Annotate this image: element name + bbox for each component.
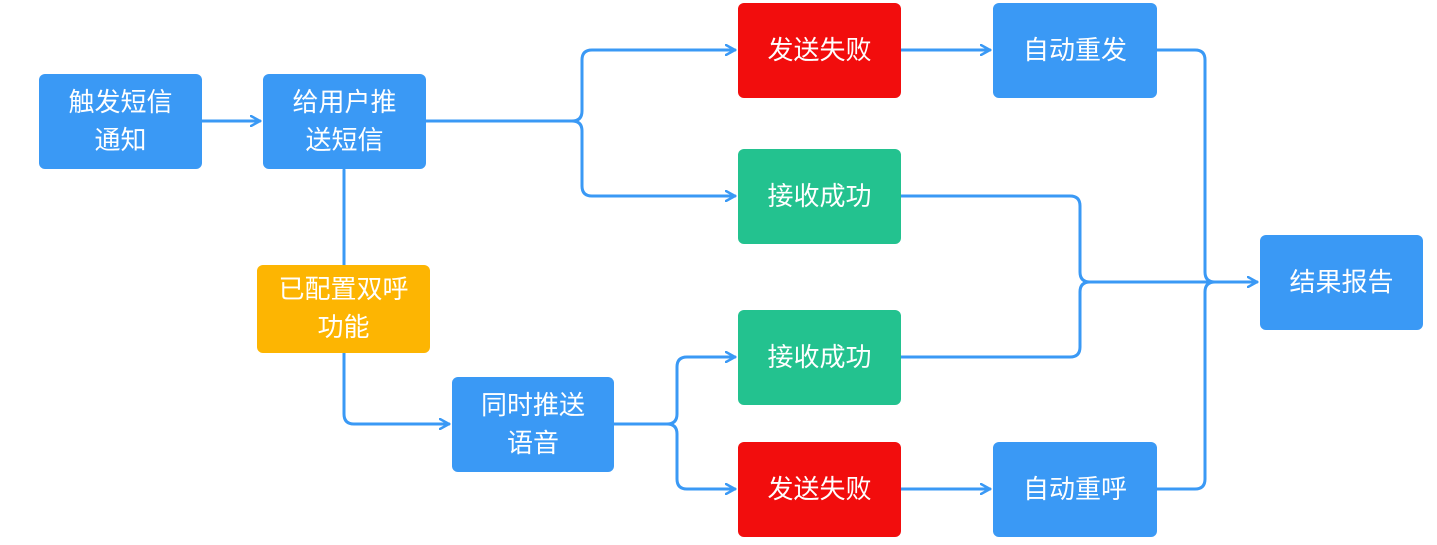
node-label: 自动重发 [1022,35,1127,66]
node-text-line: 送短信 [305,125,384,156]
connector-dual-call-to-push-voice [342,350,451,424]
node-auto-recall: 自动重呼 [993,442,1157,537]
node-text-line: 给用户推 [292,87,397,118]
node-voice-received: 接收成功 [738,310,901,405]
node-text-line: 通知 [94,125,147,156]
node-trigger-sms-notification: 触发短信 通知 [39,74,202,169]
node-sms-send-failed: 发送失败 [738,3,901,98]
node-result-report: 结果报告 [1260,235,1423,330]
node-voice-send-failed: 发送失败 [738,442,901,537]
node-text-line: 语音 [506,428,559,459]
connector-push-voice-to-voice-success [612,357,737,426]
node-text-line: 触发短信 [68,87,173,118]
node-label: 发送失败 [767,474,872,505]
node-label: 接收成功 [767,181,872,212]
node-label: 发送失败 [767,35,872,66]
connector-push-sms-to-sms-fail [424,50,737,123]
node-auto-resend: 自动重发 [993,3,1157,98]
node-label: 结果报告 [1289,267,1394,298]
connector-push-sms-to-sms-success [570,119,737,196]
connector-auto-resend-to-report [1155,48,1259,282]
node-text-line: 已配置双呼 [278,275,409,305]
connector-voice-success-to-report [899,280,1092,359]
connector-push-voice-to-voice-fail [665,422,737,489]
node-label: 自动重呼 [1022,474,1127,505]
node-text-line: 同时推送 [480,390,585,421]
node-push-voice: 同时推送 语音 [452,377,614,472]
node-text-line: 功能 [317,313,370,343]
node-push-sms-to-user: 给用户推 送短信 [263,74,426,169]
connector-sms-success-to-report [899,194,1217,284]
connector-auto-recall-to-report [1155,280,1217,491]
node-sms-received: 接收成功 [738,149,901,244]
node-dual-call-configured: 已配置双呼 功能 [257,265,430,353]
node-label: 接收成功 [767,342,872,373]
